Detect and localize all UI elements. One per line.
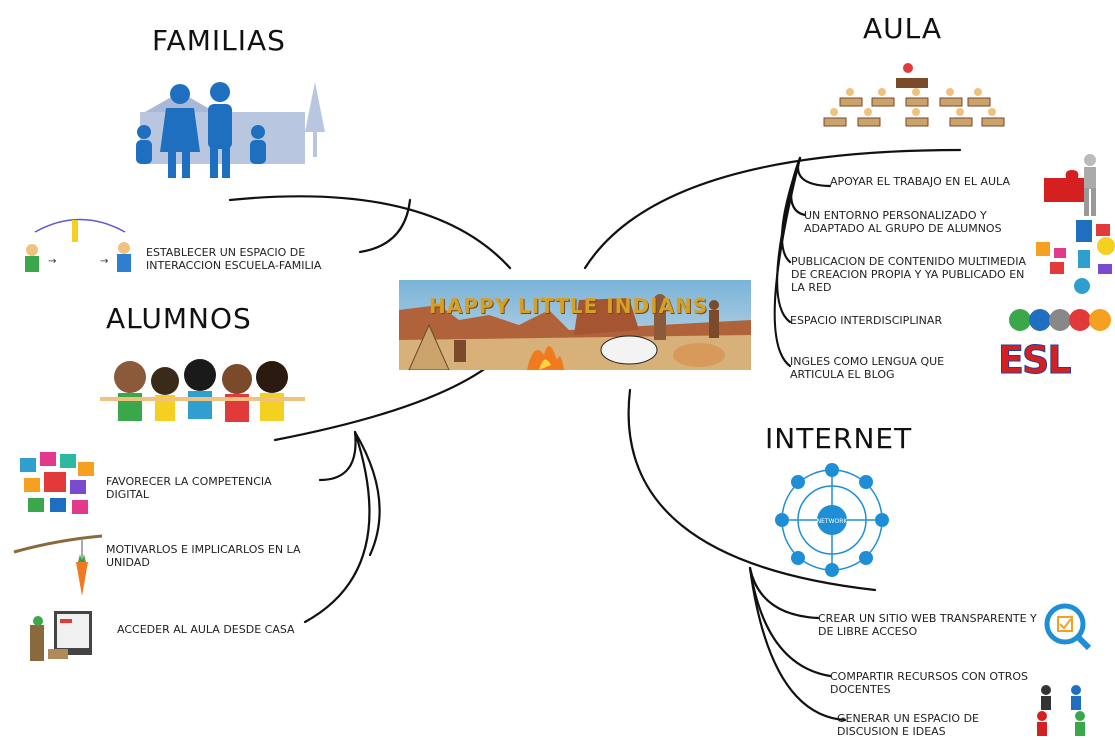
banner-title: HAPPY LITTLE INDIANS xyxy=(429,294,709,318)
classroom-icon xyxy=(823,63,1005,127)
aula-item-5: INGLES COMO LENGUA QUE ARTICULA EL BLOG xyxy=(790,355,945,381)
heading-aula: AULA xyxy=(863,12,943,45)
familias-item-1: ESTABLECER UN ESPACIO DE INTERACCION ESC… xyxy=(146,246,322,272)
sub-branch-aula-1 xyxy=(797,156,832,188)
sub-branch-aula-5 xyxy=(773,156,802,368)
alumnos-item-3: ACCEDER AL AULA DESDE CASA xyxy=(117,623,295,636)
svg-text:→: → xyxy=(48,256,56,267)
branch-alumnos xyxy=(273,363,492,442)
internet-item-2: COMPARTIR RECURSOS CON OTROS DOCENTES xyxy=(830,670,1029,696)
multimedia-content-icon xyxy=(1036,220,1115,294)
school-family-interaction-icon: → → xyxy=(25,218,131,272)
aula-item-1: APOYAR EL TRABAJO EN EL AULA xyxy=(830,175,1010,188)
sub-branch-alumnos-2 xyxy=(353,430,381,557)
aula-item-3: PUBLICACION DE CONTENIDO MULTIMEDIA DE C… xyxy=(791,255,1026,294)
aula-item-4: ESPACIO INTERDISCIPLINAR xyxy=(790,314,943,327)
aula-item-2: UN ENTORNO PERSONALIZADO Y ADAPTADO AL G… xyxy=(804,209,1002,235)
home-computer-icon xyxy=(30,611,92,661)
alumnos-item-1: FAVORECER LA COMPETENCIA DIGITAL xyxy=(106,475,272,501)
heading-familias: FAMILIAS xyxy=(152,24,286,57)
heading-internet: INTERNET xyxy=(765,422,913,455)
branch-familias xyxy=(228,195,512,270)
esl-flags-logo: ESL xyxy=(998,338,1073,382)
internet-item-3: GENERAR UN ESPACIO DE DISCUSION E IDEAS xyxy=(837,712,979,738)
sub-branch-familias xyxy=(358,198,412,254)
branch-internet xyxy=(627,388,877,592)
carrot-on-stick-icon xyxy=(13,534,103,596)
internet-item-1: CREAR UN SITIO WEB TRANSPARENTE Y DE LIB… xyxy=(818,612,1037,638)
heading-alumnos: ALUMNOS xyxy=(106,302,252,335)
sub-branch-aula-4 xyxy=(776,156,802,324)
accessible-website-icon xyxy=(1044,603,1092,651)
sub-branch-alumnos-1 xyxy=(318,430,357,482)
discussion-group-icon xyxy=(1037,685,1085,736)
sub-branch-internet-3 xyxy=(748,566,847,722)
sub-branch-alumnos-3 xyxy=(303,430,371,624)
digital-competence-icon xyxy=(20,452,94,514)
svg-text:→: → xyxy=(100,256,108,267)
branch-aula xyxy=(583,148,962,270)
puzzle-teamwork-icon xyxy=(1044,154,1096,216)
alumnos-item-2: MOTIVARLOS E IMPLICARLOS EN LA UNIDAD xyxy=(106,543,301,569)
center-banner: HAPPY LITTLE INDIANS xyxy=(399,280,751,370)
students-icon xyxy=(100,359,305,422)
network-label: NETWORK xyxy=(817,518,849,525)
interdisciplinary-icons xyxy=(1009,309,1111,331)
network-icon: NETWORK xyxy=(775,463,889,577)
banner-scene-illustration xyxy=(399,280,751,370)
family-icon xyxy=(136,82,325,178)
